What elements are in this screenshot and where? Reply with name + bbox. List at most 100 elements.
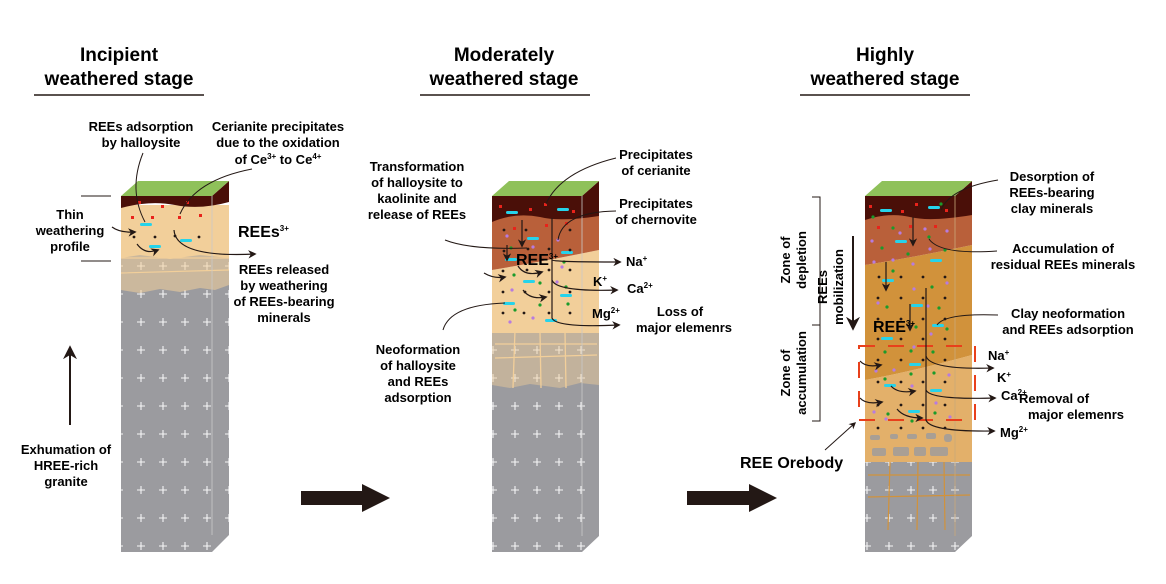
label-released-2: by weathering <box>240 278 327 293</box>
label-loss-2: major elemenrs <box>636 320 732 335</box>
stage-3-soil-column <box>858 181 976 552</box>
label-zone-accumulation-1: Zone of <box>778 349 793 397</box>
stage-2-title: Moderately weathered stage <box>420 45 590 96</box>
stage-1-soil-column <box>120 181 230 552</box>
label-mobilization-2: mobilization <box>831 249 846 325</box>
neoformation-leader <box>442 302 506 331</box>
flow-arrow <box>483 272 507 283</box>
transition-arrow-1 <box>301 484 390 512</box>
label-neoformation-4: adsorption <box>384 390 451 405</box>
stage-2-title-line2: weathered stage <box>429 69 579 90</box>
pale-weathering-layer <box>121 205 229 259</box>
flow-arrow <box>859 360 883 371</box>
label-clay-1: Clay neoformation <box>1011 306 1125 321</box>
stage-3-title-line1: Highly <box>856 45 914 66</box>
ion-na: Na+ <box>626 254 648 269</box>
grass-surface <box>492 181 599 196</box>
ion-ca: Ca2+ <box>1001 388 1027 403</box>
stage-3-ions: Na+ K+ Ca2+ Mg2+ <box>988 348 1028 440</box>
label-exhumation-1: Exhumation of <box>21 442 112 457</box>
cyan-clay-minerals <box>140 223 192 248</box>
corestones <box>870 433 952 456</box>
label-loss-1: Loss of <box>657 304 704 319</box>
ion-ca: Ca2+ <box>627 281 653 296</box>
label-released-3: of REEs-bearing <box>233 294 334 309</box>
transition-arrow-2 <box>687 484 777 512</box>
flow-arrow <box>896 408 924 423</box>
label-transformation-3: kaolinite and <box>377 191 457 206</box>
red-mineral-dots <box>869 203 948 229</box>
label-zone-accumulation-2: accumulation <box>794 331 809 415</box>
stage-3-title-line2: weathered stage <box>810 69 960 90</box>
label-neoformation-2: of halloysite <box>380 358 456 373</box>
label-transformation-4: release of REEs <box>368 207 466 222</box>
orebody-pointer <box>824 422 857 451</box>
label-chernovite-2: of chernovite <box>615 212 697 227</box>
weathered-granite-transition <box>121 252 229 293</box>
label-desorption-2: REEs-bearing <box>1009 185 1094 200</box>
flow-arrow <box>522 289 548 303</box>
purple-dots <box>505 234 564 324</box>
label-ree3: REE3+ <box>873 319 915 336</box>
stage-1-labels: REEs adsorption by halloysite Cerianite … <box>21 119 344 489</box>
ion-mg: Mg2+ <box>1000 425 1028 440</box>
label-cerianite-1: Cerianite precipitates <box>212 119 344 134</box>
label-removal-1: Removal of <box>1019 391 1090 406</box>
purple-dots <box>870 227 952 421</box>
ion-na: Na+ <box>988 348 1010 363</box>
label-zone-depletion-1: Zone of <box>778 236 793 284</box>
label-cerianite-2: of cerianite <box>621 163 690 178</box>
chernovite-leader <box>557 210 617 241</box>
label-released-1: REEs released <box>239 262 329 277</box>
stage-3-title: Highly weathered stage <box>800 45 970 96</box>
ion-k: K+ <box>593 274 607 289</box>
stage-2-labels: Transformation of halloysite to kaolinit… <box>368 147 732 405</box>
label-accumulation-1: Accumulation of <box>1012 241 1115 256</box>
zone-labels: Zone of depletion Zone of accumulation R… <box>778 231 846 415</box>
depletion-bracket <box>812 196 821 326</box>
label-accumulation-2: residual REEs minerals <box>991 257 1136 272</box>
topsoil-layer <box>121 181 229 208</box>
label-chernovite-1: Precipitates <box>619 196 693 211</box>
cerianite-leader <box>545 157 617 205</box>
label-desorption-1: Desorption of <box>1010 169 1095 184</box>
stage-2-soil-column <box>492 181 599 552</box>
rees-release-arrow <box>173 229 257 259</box>
accumulation-bracket <box>812 324 821 422</box>
stage-2-title-line1: Moderately <box>454 45 555 66</box>
label-released-4: minerals <box>257 310 310 325</box>
clay-neoformation-leader <box>936 314 999 326</box>
accumulation-leader <box>928 238 998 253</box>
stage-1-title-line2: weathered stage <box>44 69 194 90</box>
label-ree3: REE3+ <box>516 252 558 269</box>
label-neoformation-1: Neoformation <box>376 342 461 357</box>
brown-mottled-layer <box>492 215 599 270</box>
flow-arrow <box>517 265 544 278</box>
weathered-granite-transition <box>492 330 599 388</box>
ion-mg: Mg2+ <box>592 306 620 321</box>
pale-weathering-layer <box>492 250 599 333</box>
label-thin-3: profile <box>50 239 90 254</box>
green-dots <box>871 202 949 423</box>
label-cerianite-2: due to the oxidation <box>216 135 340 150</box>
ion-k: K+ <box>997 370 1011 385</box>
desorption-leader <box>940 179 999 211</box>
label-mobilization-1: REEs <box>815 270 830 304</box>
label-exhumation-3: granite <box>44 474 87 489</box>
adsorption-leader <box>135 152 146 223</box>
green-dots <box>509 246 570 312</box>
stage-1-title-line1: Incipient <box>80 45 159 66</box>
mg-removal-arrow <box>925 390 996 436</box>
stage-2-ions: Na+ K+ Ca2+ Mg2+ <box>592 254 653 321</box>
label-exhumation-2: HREE-rich <box>34 458 98 473</box>
label-rees-adsorption-2: by halloysite <box>102 135 181 150</box>
label-rees3: REEs3+ <box>238 224 289 241</box>
thin-profile-arrow <box>111 226 137 237</box>
granite-crosses <box>121 252 229 552</box>
flow-arrow <box>890 385 917 397</box>
transformation-leader <box>444 239 528 249</box>
mg-loss-arrow <box>551 280 621 330</box>
label-thin-2: weathering <box>35 223 105 238</box>
weathering-arrow <box>136 243 160 257</box>
